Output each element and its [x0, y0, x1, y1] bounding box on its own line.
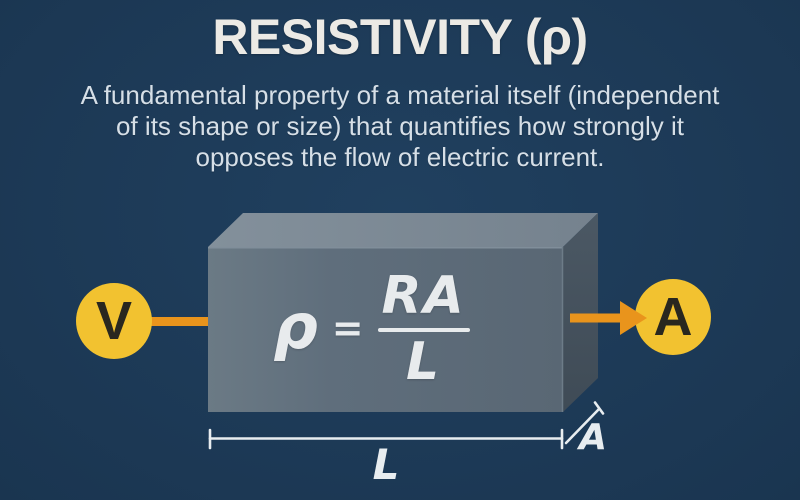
formula-equals: =: [331, 305, 364, 350]
fraction-bar: [377, 328, 470, 332]
resistivity-formula: ρ = RA L: [194, 247, 549, 412]
voltmeter-node-circle: [76, 283, 152, 359]
area-dimension-line: [564, 401, 605, 445]
formula-fraction: RA L: [377, 266, 470, 392]
ammeter-node-circle: [635, 279, 711, 355]
wire-left: [150, 317, 212, 326]
definition-line-3: opposes the flow of electric current.: [195, 142, 605, 172]
formula-denominator: L: [406, 332, 442, 392]
page-title: RESISTIVITY (ρ): [212, 9, 588, 65]
definition-text: A fundamental property of a material its…: [0, 80, 800, 173]
formula-rho: ρ: [273, 289, 318, 363]
definition-line-1: A fundamental property of a material its…: [80, 80, 720, 110]
current-arrow-head: [620, 301, 647, 335]
resistor-box-top-face: [208, 213, 598, 247]
formula-numerator: RA: [381, 266, 466, 326]
current-arrow-shaft: [570, 313, 623, 323]
length-dimension-line: [208, 428, 564, 450]
definition-line-2: of its shape or size) that quantifies ho…: [116, 111, 684, 141]
resistor-box-side-face: [563, 213, 598, 412]
